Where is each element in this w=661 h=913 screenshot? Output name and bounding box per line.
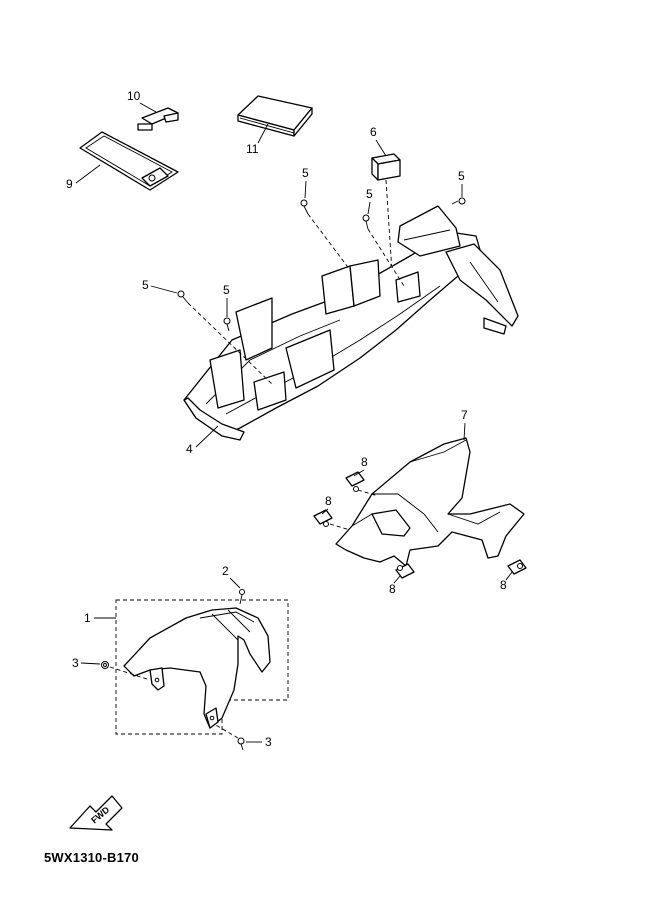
part-11-manual [237, 95, 313, 137]
callout-9: 9 [66, 177, 73, 191]
leader-5-a [304, 180, 307, 199]
bolt-5e [223, 317, 231, 332]
callout-5-e: 5 [223, 283, 230, 297]
dashed-guide-5-d [187, 302, 273, 385]
bolt-5c [451, 197, 466, 205]
dashed-guide-6 [385, 179, 393, 273]
callout-3-b: 3 [265, 735, 272, 749]
clip-8c [395, 563, 415, 579]
dashed-guide-5-b [367, 228, 405, 287]
callout-6: 6 [370, 125, 377, 139]
part-5-bolts [177, 197, 466, 332]
leader-4 [195, 425, 219, 448]
leader-8-c [393, 575, 401, 584]
leader-8-b [321, 508, 329, 515]
clip-8a [345, 471, 365, 492]
part-9-bag [79, 131, 179, 191]
callout-5-b: 5 [366, 187, 373, 201]
part-3-screws [101, 661, 245, 751]
callout-5-c: 5 [458, 169, 465, 183]
drawing-code: 5WX1310-B170 [44, 850, 139, 865]
part-7-hugger [335, 437, 525, 567]
leader-8-d [505, 571, 513, 581]
leader-9 [75, 164, 101, 184]
leader-8-a [353, 469, 365, 477]
part-8-clips [313, 471, 527, 579]
leader-3-a [80, 662, 101, 665]
screw-3a [101, 661, 109, 669]
dashed-guide-3-b [213, 723, 239, 739]
bolt-5d [177, 290, 189, 304]
part-2-bolt [239, 589, 245, 605]
callout-10: 10 [127, 89, 141, 103]
bolt-5a [300, 199, 309, 215]
leader-11 [257, 123, 269, 144]
callout-7: 7 [461, 408, 468, 422]
leader-5-b [367, 201, 371, 215]
dashed-guide-8-a [357, 489, 379, 497]
dashed-guide-5-a [307, 213, 351, 271]
callout-11: 11 [246, 142, 259, 156]
callout-1: 1 [84, 611, 91, 625]
callout-8-a: 8 [361, 455, 368, 469]
callout-8-b: 8 [325, 494, 332, 508]
callout-3-a: 3 [72, 656, 79, 670]
leader-7 [463, 422, 466, 441]
part-1-front-fender [123, 607, 271, 729]
part-10-clip [137, 107, 179, 131]
dashed-guide-3-a [109, 666, 151, 681]
dashed-guide-8-b [329, 523, 351, 531]
leader-2 [229, 577, 241, 589]
callout-5-d: 5 [142, 278, 149, 292]
fwd-arrow: FWD [69, 795, 123, 831]
leader-5-d [150, 285, 178, 294]
callout-5-a: 5 [302, 166, 309, 180]
part-6-box [371, 153, 401, 181]
leader-10 [139, 102, 157, 113]
part-4-rear-fender [183, 205, 519, 441]
callout-8-c: 8 [389, 582, 396, 596]
screw-3b [237, 737, 245, 751]
callout-8-d: 8 [500, 578, 507, 592]
leader-6 [375, 139, 387, 157]
clip-8d [507, 559, 527, 575]
callout-4: 4 [186, 442, 193, 456]
bolt-5b [362, 214, 370, 230]
clip-8b [313, 509, 333, 527]
callout-2: 2 [222, 564, 229, 578]
